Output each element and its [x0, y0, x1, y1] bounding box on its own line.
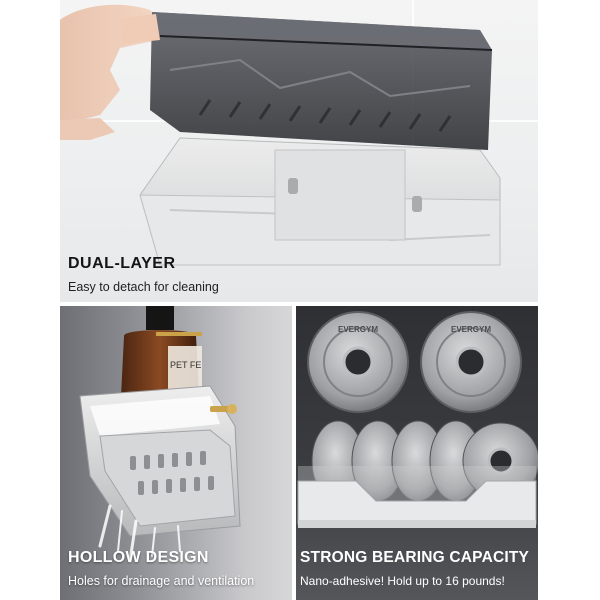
- mount-slot: [412, 196, 422, 212]
- weight-plate: EVERGYM: [420, 311, 522, 413]
- dual-layer-panel: DUAL-LAYER Easy to detach for cleaning: [60, 0, 538, 302]
- white-shelf: [79, 385, 241, 537]
- panel-subtitle: Easy to detach for cleaning: [68, 280, 219, 294]
- smoked-upper-tray: [150, 12, 493, 150]
- thumb: [120, 14, 160, 44]
- panel-title: DUAL-LAYER: [68, 255, 176, 272]
- plate-brand: EVERGYM: [451, 325, 491, 334]
- panel-subtitle: Holes for drainage and ventilation: [68, 574, 255, 588]
- brass-hook: [210, 404, 237, 414]
- hollow-design-illustration: PET FE: [79, 306, 241, 563]
- bottle-label-text: PET FE: [170, 360, 201, 370]
- white-shelf: [297, 466, 537, 528]
- lower-shelf-base: [139, 137, 501, 266]
- hollow-design-panel: PET FE: [60, 306, 292, 600]
- panel-subtitle: Nano-adhesive! Hold up to 16 pounds!: [300, 574, 505, 588]
- dual-layer-illustration: [60, 4, 501, 266]
- panel-title: STRONG BEARING CAPACITY: [300, 549, 530, 566]
- mount-slot: [288, 178, 298, 194]
- water-drainage: [98, 504, 181, 563]
- weights-illustration: EVERGYM EVERGYM: [297, 311, 538, 528]
- plate-row: [311, 420, 538, 502]
- plate-brand: EVERGYM: [338, 325, 378, 334]
- panel-title: HOLLOW DESIGN: [68, 549, 209, 566]
- strong-bearing-panel: EVERGYM EVERGYM STRONG BEARING CAPACITY …: [296, 306, 538, 600]
- weight-plate: EVERGYM: [307, 311, 409, 413]
